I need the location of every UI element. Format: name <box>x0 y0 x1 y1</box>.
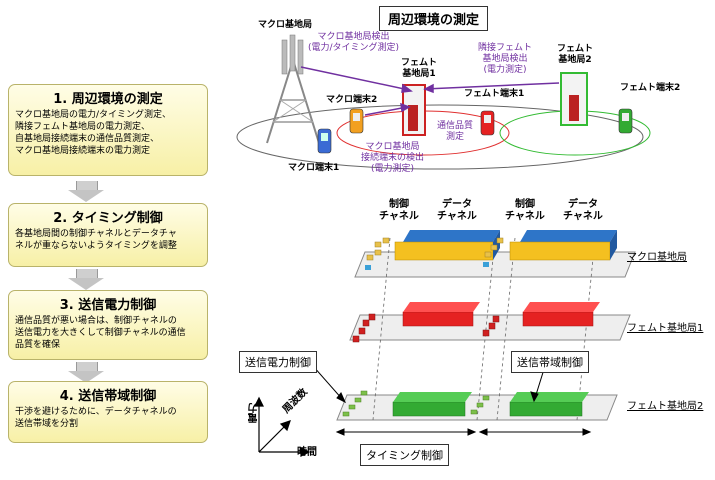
macro-terminal-2-label: マクロ端末2 <box>326 95 378 105</box>
cc-line: チャネル <box>379 211 419 222</box>
power-control-label: 送信電力制御 <box>239 351 317 373</box>
axis-power-label: 電力 <box>249 403 260 423</box>
step-1-line: マクロ基地局の電力/タイミング測定、 <box>15 110 172 120</box>
macro-data-block-2 <box>509 230 617 261</box>
cc-line: チャネル <box>505 211 545 222</box>
axis-time-label: 時間 <box>297 447 317 458</box>
cc-line: 制御 <box>388 199 409 210</box>
timing-control-label: タイミング制御 <box>360 444 449 466</box>
adj-femto-line: 基地局検出 <box>482 54 528 64</box>
quality-line: 通信品質 <box>437 121 474 131</box>
step-3-title: 3. 送信電力制御 <box>59 298 157 313</box>
dc-line: データ <box>567 199 598 210</box>
femto-bs-2-icon <box>560 72 588 126</box>
timing-control-arrows <box>335 428 592 436</box>
axes <box>254 396 311 457</box>
macro-bs-label: マクロ基地局 <box>258 20 313 30</box>
femto1-data-block-2 <box>522 302 600 327</box>
macro-term-detect-arrow <box>364 106 408 116</box>
macro-term-detect-line: (電力測定) <box>370 164 415 174</box>
step-2-title: 2. タイミング制御 <box>53 211 163 226</box>
macro-terminal-1-icon <box>317 128 332 154</box>
step-2-desc: 各基地局間の制御チャネルとデータチャ ネルが重ならないようタイミングを調整 <box>15 228 201 252</box>
power-control-arrow <box>312 365 344 401</box>
femto-bs-2-line: フェムト <box>557 44 594 54</box>
macro-terminal-2-icon <box>349 108 364 134</box>
layer-label-femto2: フェムト基地局2 <box>627 401 704 412</box>
femto-terminal-2-icon <box>618 108 633 134</box>
dc-line: データ <box>441 199 472 210</box>
cc-line: 制御 <box>514 199 535 210</box>
step-4-line: 送信帯域を分割 <box>15 419 79 429</box>
femto2-data-block-1 <box>392 392 472 417</box>
step-2-box: 2. タイミング制御 各基地局間の制御チャネルとデータチャ ネルが重ならないよう… <box>8 203 208 267</box>
axis-power-text: 電力 <box>249 403 260 423</box>
environment-diagram <box>236 34 651 170</box>
diagram-title: 周辺環境の測定 <box>379 6 489 31</box>
control-channel-label-1: 制御 チャネル <box>379 199 419 223</box>
step-3-line: 通信品質が悪い場合は、制御チャネルの <box>15 316 177 326</box>
femto-bs-2-line: 基地局2 <box>558 55 592 65</box>
femto-bs-1-line: 基地局1 <box>402 69 436 79</box>
layer-label-femto1: フェムト基地局1 <box>627 323 704 334</box>
femto-bs-2-label: フェムト 基地局2 <box>557 44 593 66</box>
step-3-line: 品質を確保 <box>15 340 61 350</box>
layer-label-macro: マクロ基地局 <box>627 252 687 263</box>
step-1-desc: マクロ基地局の電力/タイミング測定、 隣接フェムト基地局の電力測定、 自基地局接… <box>15 109 201 157</box>
step-2-line: 各基地局間の制御チャネルとデータチャ <box>15 229 177 239</box>
step-4-line: 干渉を避けるために、データチャネルの <box>15 407 177 417</box>
macro-detect-arrow <box>300 66 410 91</box>
femto-bs-1-line: フェムト <box>401 58 438 68</box>
step-2-line: ネルが重ならないようタイミングを調整 <box>15 241 177 251</box>
femto-terminal-1-icon <box>480 110 495 136</box>
control-channel-label-2: 制御 チャネル <box>505 199 545 223</box>
dc-line: チャネル <box>563 211 603 222</box>
step-1-line: 隣接フェムト基地局の電力測定、 <box>15 122 151 132</box>
femto-terminal-2-label: フェムト端末2 <box>620 83 681 93</box>
femto-terminal-1-label: フェムト端末1 <box>464 89 525 99</box>
adj-femto-detect-arrow <box>424 82 560 90</box>
femto2-data-block-2 <box>509 392 589 417</box>
adj-femto-line: 隣接フェムト <box>478 43 533 53</box>
step-4-box: 4. 送信帯域制御 干渉を避けるために、データチャネルの 送信帯域を分割 <box>8 381 208 443</box>
femto1-data-block-1 <box>402 302 480 327</box>
step-1-box: 1. 周辺環境の測定 マクロ基地局の電力/タイミング測定、 隣接フェムト基地局の… <box>8 84 208 176</box>
step-3-desc: 通信品質が悪い場合は、制御チャネルの 送信電力を大きくして制御チャネルの通信 品… <box>15 315 201 351</box>
step-4-desc: 干渉を避けるために、データチャネルの 送信帯域を分割 <box>15 406 201 430</box>
macro-tower-icon <box>266 34 320 144</box>
data-channel-label-2: データ チャネル <box>563 199 603 223</box>
band-control-label: 送信帯域制御 <box>511 351 589 373</box>
macro-cell-area <box>236 104 644 170</box>
femto-bs-1-label: フェムト 基地局1 <box>401 58 437 80</box>
step-1-title: 1. 周辺環境の測定 <box>53 92 163 107</box>
macro-term-detect-label: マクロ基地局 接続端末の検出 (電力測定) <box>361 142 424 175</box>
macro-detect-line: (電力/タイミング測定) <box>308 43 400 53</box>
quality-measure-label: 通信品質 測定 <box>437 121 473 143</box>
data-channel-label-1: データ チャネル <box>437 199 477 223</box>
femto-bs-1-icon <box>402 84 426 136</box>
step-3-box: 3. 送信電力制御 通信品質が悪い場合は、制御チャネルの 送信電力を大きくして制… <box>8 290 208 360</box>
dc-line: チャネル <box>437 211 477 222</box>
quality-line: 測定 <box>446 132 465 142</box>
step-1-line: 自基地局接続端末の通信品質測定、 <box>15 134 160 144</box>
adj-femto-line: (電力測定) <box>483 65 527 75</box>
macro-detect-line: マクロ基地局検出 <box>317 32 390 42</box>
resource-diagram <box>254 230 636 457</box>
step-3-line: 送信電力を大きくして制御チャネルの通信 <box>15 328 186 338</box>
macro-term-detect-line: マクロ基地局 <box>365 142 420 152</box>
step-1-line: マクロ基地局接続端末の電力測定 <box>15 146 151 156</box>
macro-term-detect-line: 接続端末の検出 <box>361 153 425 163</box>
macro-data-block-1 <box>394 230 500 261</box>
adj-femto-detect-label: 隣接フェムト 基地局検出 (電力測定) <box>478 43 532 76</box>
macro-terminal-1-label: マクロ端末1 <box>288 163 340 173</box>
step-4-title: 4. 送信帯域制御 <box>59 389 157 404</box>
macro-detect-label: マクロ基地局検出 (電力/タイミング測定) <box>308 32 399 54</box>
